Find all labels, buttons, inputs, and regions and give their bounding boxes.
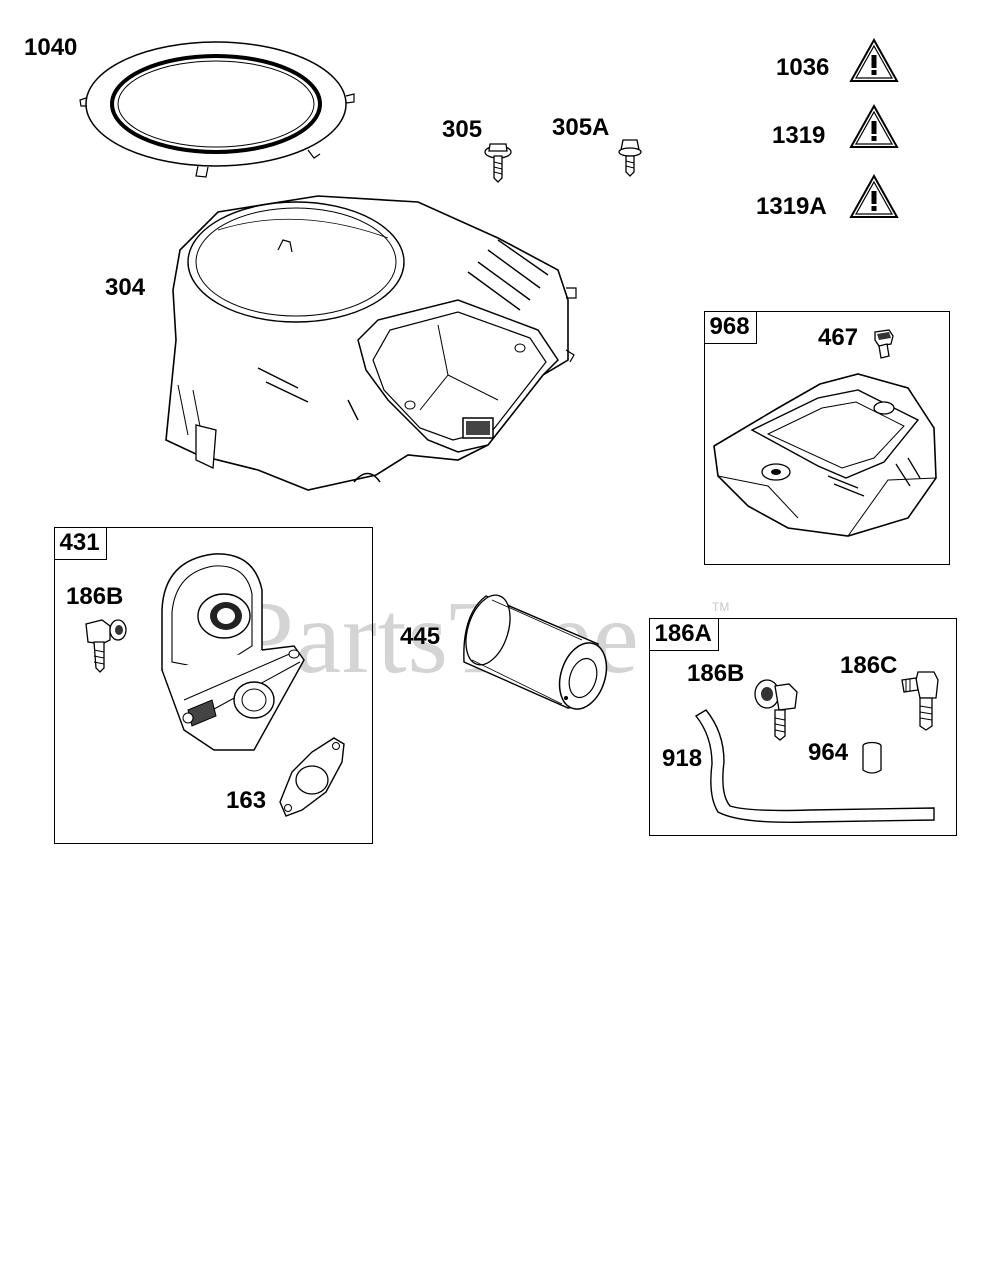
part-label-1319A[interactable]: 1319A <box>756 193 827 220</box>
part-label-445[interactable]: 445 <box>400 623 441 650</box>
fitting-186C-part[interactable] <box>898 668 946 736</box>
air-cleaner-cover-part[interactable] <box>708 368 944 540</box>
ring-gasket-part[interactable] <box>78 36 358 186</box>
screw-305-part[interactable] <box>484 136 514 186</box>
part-label-964[interactable]: 964 <box>808 739 849 766</box>
part-label-163[interactable]: 163 <box>226 787 267 814</box>
part-label-305[interactable]: 305 <box>442 116 483 143</box>
part-label-1319[interactable]: 1319 <box>772 122 826 149</box>
blower-housing-part[interactable] <box>158 190 583 505</box>
fitting-186B-kit-part[interactable] <box>749 676 805 746</box>
part-label-186C[interactable]: 186C <box>840 652 898 679</box>
fitting-186B-part[interactable] <box>84 614 134 678</box>
part-label-305A[interactable]: 305A <box>552 114 610 141</box>
kit-number-968[interactable]: 968 <box>703 310 757 344</box>
air-filter-445-part[interactable] <box>458 586 618 716</box>
screw-305A-part[interactable] <box>616 136 646 180</box>
part-label-918[interactable]: 918 <box>662 745 703 772</box>
kit-number-186A[interactable]: 186A <box>648 617 719 651</box>
part-label-1040[interactable]: 1040 <box>24 34 78 61</box>
part-label-304[interactable]: 304 <box>105 274 146 301</box>
warning-triangle-icon <box>849 37 899 82</box>
kit-box-186A: 186A <box>648 617 957 836</box>
part-label-1036[interactable]: 1036 <box>776 54 830 81</box>
sleeve-964-part[interactable] <box>860 740 886 776</box>
kit-box-968: 968 <box>703 310 950 565</box>
kit-number-431[interactable]: 431 <box>53 526 107 560</box>
part-label-467[interactable]: 467 <box>818 324 859 351</box>
watermark-trademark: TM <box>712 600 730 614</box>
warning-triangle-icon <box>849 103 899 148</box>
kit-box-431: 431 <box>53 526 373 844</box>
hose-918-part[interactable] <box>690 702 940 826</box>
part-label-186B-right[interactable]: 186B <box>687 660 745 687</box>
gasket-163-part[interactable] <box>272 732 352 822</box>
air-cleaner-base-part[interactable] <box>154 550 314 760</box>
fastener-467-part[interactable] <box>871 326 897 362</box>
part-label-186B-left[interactable]: 186B <box>66 583 124 610</box>
warning-triangle-icon <box>849 173 899 218</box>
